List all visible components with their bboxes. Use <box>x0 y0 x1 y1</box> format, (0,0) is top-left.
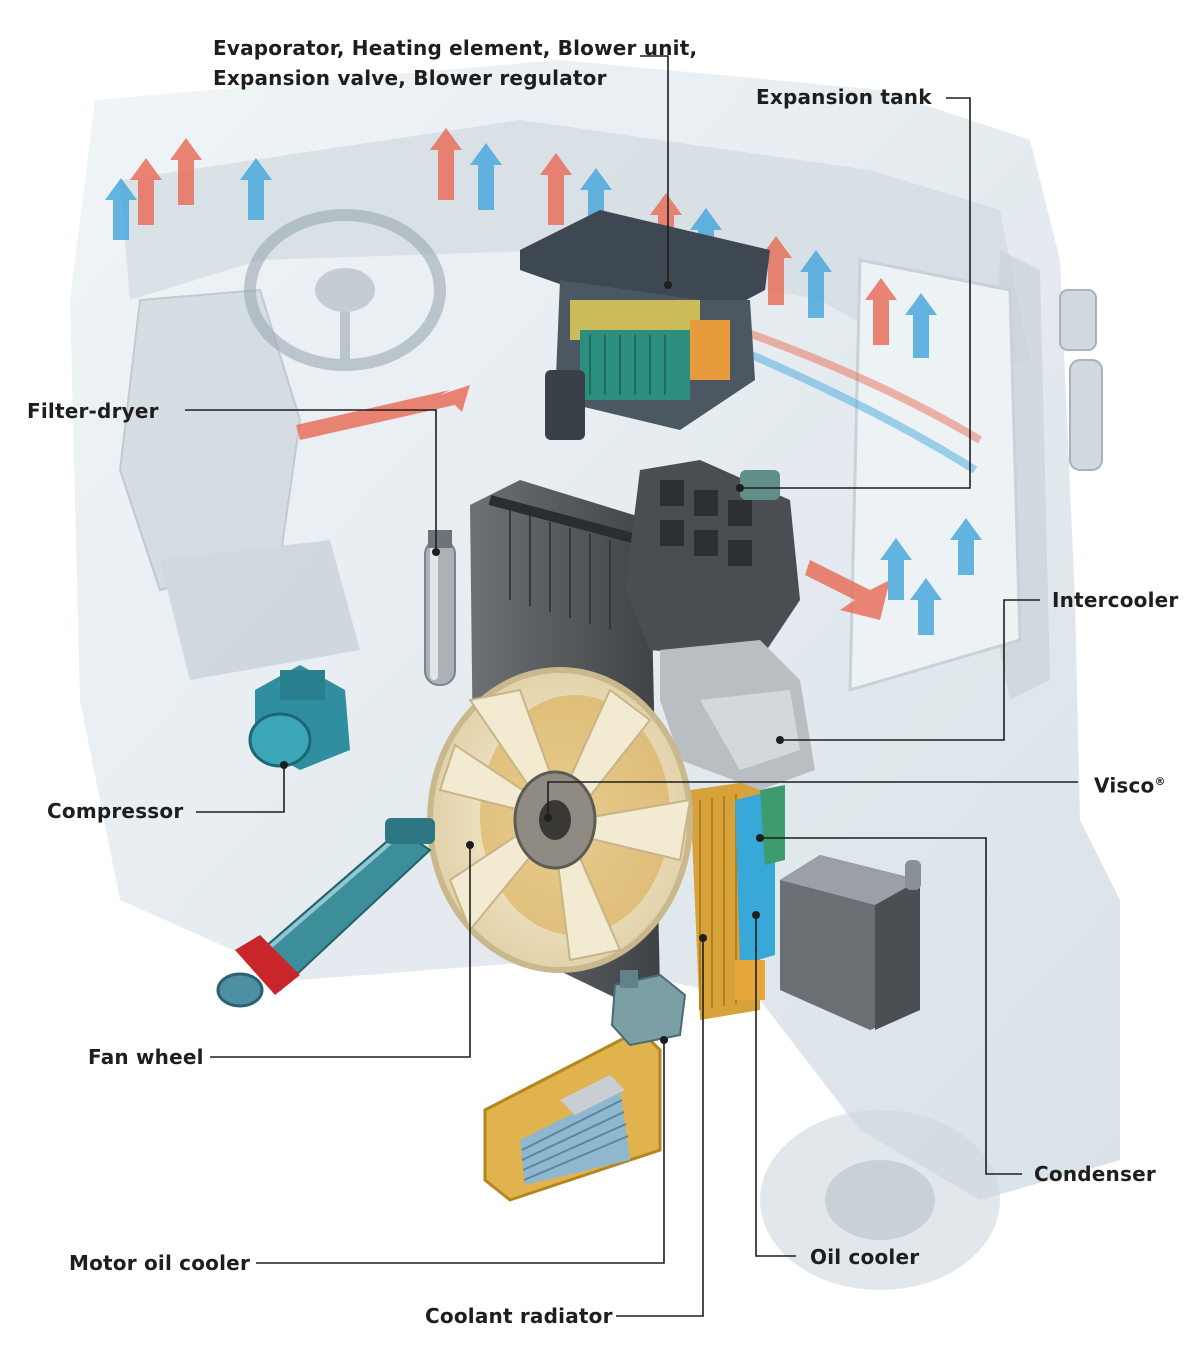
label-coolant-radiator: Coolant radiator <box>425 1304 613 1328</box>
leader-expansion-tank <box>740 97 971 489</box>
label-intercooler: Intercooler <box>1052 588 1179 612</box>
leader-oil-cooler <box>755 915 796 1257</box>
label-oil-cooler: Oil cooler <box>810 1245 920 1269</box>
leader-condenser <box>760 837 1022 1175</box>
steering-wheel-ghost <box>244 209 446 371</box>
charge-air-tube <box>216 818 435 1008</box>
reservoir-block <box>780 855 921 1030</box>
leader-coolant-radiator <box>616 938 704 1317</box>
label-fan-wheel: Fan wheel <box>88 1045 204 1069</box>
filter-dryer-part <box>424 530 456 686</box>
intercooler-duct <box>625 460 815 790</box>
leader-filter-dryer <box>185 409 437 552</box>
label-evaporator-line1: Evaporator, Heating element, Blower unit… <box>213 36 698 60</box>
leader-lines <box>185 55 1078 1317</box>
leader-intercooler <box>780 599 1040 741</box>
label-compressor: Compressor <box>47 799 184 823</box>
airflow-arrows <box>105 128 983 635</box>
label-evaporator-line2: Expansion valve, Blower regulator <box>213 66 607 90</box>
hvac-module <box>520 210 770 440</box>
label-motor-oil-cooler: Motor oil cooler <box>69 1251 251 1275</box>
seat-ghost <box>118 288 360 680</box>
leader-visco <box>547 781 1078 818</box>
label-visco-registered: ® <box>1154 775 1166 788</box>
leader-compressor <box>196 765 285 813</box>
fan-wheel <box>427 667 693 973</box>
label-expansion-tank: Expansion tank <box>756 85 932 109</box>
label-visco-text: Visco <box>1094 773 1155 798</box>
small-oil-cooler-part <box>610 970 687 1047</box>
compressor-part <box>248 665 350 770</box>
expansion-tank <box>740 470 780 500</box>
label-filter-dryer: Filter-dryer <box>27 399 159 423</box>
motor-oil-cooler-part <box>483 1028 662 1202</box>
leader-evaporator <box>640 55 669 285</box>
leader-dots <box>280 281 784 1044</box>
leader-motor-oil-cooler <box>256 1040 665 1264</box>
leader-fan-wheel <box>210 845 471 1058</box>
label-condenser: Condenser <box>1034 1162 1156 1186</box>
label-visco: Visco® <box>1094 768 1166 800</box>
